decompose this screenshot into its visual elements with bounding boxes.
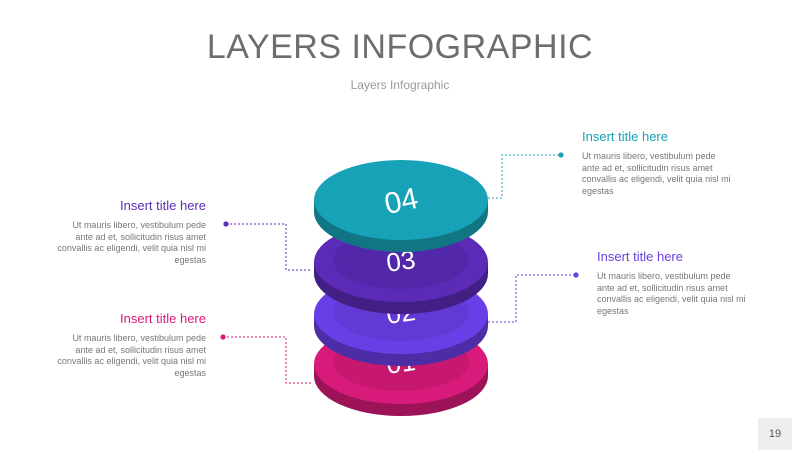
callout-body: Ut mauris libero, vestibulum pede ante a…	[597, 271, 746, 316]
page-title: LAYERS INFOGRAPHIC	[206, 28, 594, 66]
layer-04-top	[314, 160, 488, 240]
connector-dot-mid-right	[573, 272, 579, 278]
callout-bottom-left: Insert title here Ut mauris libero, vest…	[56, 311, 206, 379]
connector-mid-right	[488, 274, 576, 323]
connector-dot-top-right	[558, 152, 564, 158]
callout-title: Insert title here	[582, 129, 668, 144]
connector-mid-left	[226, 223, 312, 271]
connector-top-right	[488, 154, 561, 199]
callout-body: Ut mauris libero, vestibulum pede ante a…	[57, 333, 206, 378]
callout-top-right: Insert title here Ut mauris libero, vest…	[582, 129, 732, 197]
callout-title: Insert title here	[120, 311, 206, 326]
connector-dot-mid-left	[223, 221, 229, 227]
connector-bottom-left	[223, 336, 312, 384]
callout-title: Insert title here	[120, 198, 206, 213]
layer-04: 04	[314, 160, 488, 252]
connector-dot-bottom-left	[220, 334, 226, 340]
layer-04-label: 04	[382, 182, 422, 221]
callout-title: Insert title here	[597, 249, 683, 264]
callout-body: Ut mauris libero, vestibulum pede ante a…	[57, 220, 206, 265]
callout-mid-right: Insert title here Ut mauris libero, vest…	[597, 249, 747, 317]
page-subtitle: Layers Infographic	[350, 78, 450, 92]
page-number: 19	[758, 418, 792, 450]
callout-mid-left: Insert title here Ut mauris libero, vest…	[56, 198, 206, 266]
callout-body: Ut mauris libero, vestibulum pede ante a…	[582, 151, 731, 196]
